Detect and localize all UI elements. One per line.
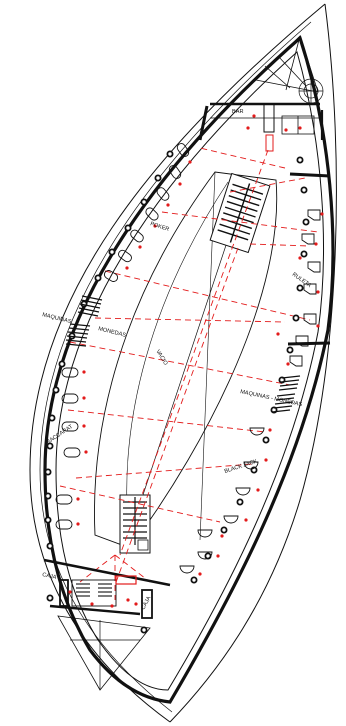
outer-shell [29, 3, 337, 723]
labels: POKER RULETA MAQUINAS MONEDAS VACIO MAQU… [42, 221, 313, 611]
label-bar: BAR [232, 109, 244, 115]
blackjack-tables [179, 427, 265, 574]
wall-segments [198, 105, 331, 346]
blackjack-markers [198, 428, 272, 576]
sightlines [59, 147, 319, 600]
inner-wall [55, 51, 324, 691]
left-table-markers [76, 160, 192, 526]
slot-machines-left [65, 295, 103, 347]
caja-markers [68, 114, 302, 608]
slot-machines-right [271, 375, 301, 413]
label-maquinas-left: MAQUINAS [42, 312, 73, 325]
escalator-bottom [119, 494, 151, 554]
bar-area: BAR [210, 102, 324, 152]
wall-columns [44, 150, 310, 634]
caja-area [43, 558, 171, 691]
label-monedas-left: MONEDAS [98, 326, 127, 339]
label-caja-left: CAJA [42, 572, 57, 581]
right-table-markers [276, 212, 324, 366]
top-structure [255, 35, 319, 93]
label-poker: POKER [149, 221, 169, 233]
left-tables [55, 143, 190, 530]
label-vacio: VACIO [154, 349, 168, 367]
right-tables [289, 209, 321, 367]
spiral-stair-top [298, 78, 324, 104]
escalator-top [209, 172, 271, 254]
label-baccarat: BACCARAT [46, 424, 75, 446]
main-wall [43, 35, 335, 704]
